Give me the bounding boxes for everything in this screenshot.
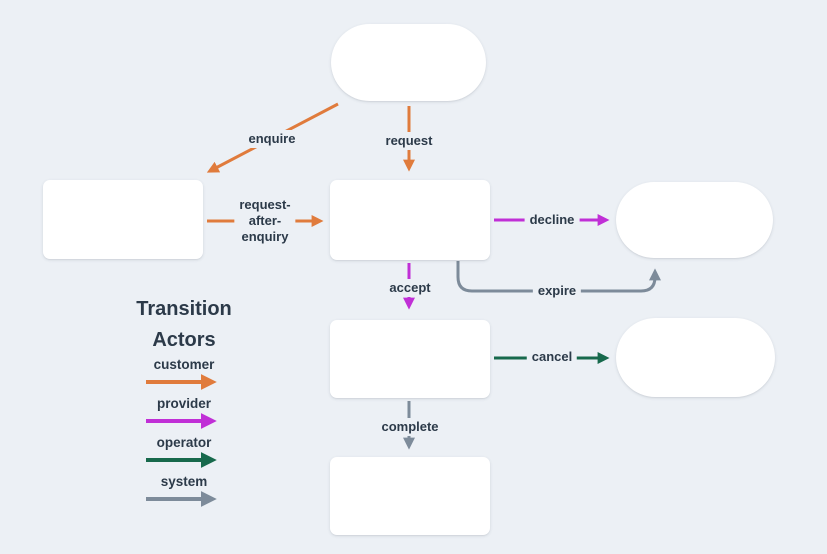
legend-provider-label: provider <box>156 396 211 411</box>
legend-title-line1: Transition <box>136 298 232 320</box>
request-after-enquiry-label: request- after- enquiry <box>234 196 296 246</box>
complete-label: complete <box>376 418 444 436</box>
transition-actors-legend: Transition Actors customer provider oper… <box>116 294 252 524</box>
legend-operator-label: operator <box>156 435 212 450</box>
enquired-state-node <box>43 180 203 259</box>
request-label: request <box>380 132 438 150</box>
request-after-enquiry-line3: enquiry <box>241 229 289 244</box>
request-after-enquiry-line1: request- <box>239 197 291 212</box>
expire-label: expire <box>532 282 582 300</box>
requested-state-node <box>330 180 490 260</box>
legend-title-line2: Actors <box>152 329 216 351</box>
start-state-node <box>331 24 486 101</box>
enquire-label: enquire <box>243 130 301 148</box>
legend-customer-label: customer <box>153 357 215 372</box>
accepted-state-node <box>330 320 490 398</box>
legend-system-label: system <box>160 474 208 489</box>
legend-title: Transition Actors <box>116 294 252 356</box>
completed-state-node <box>330 457 490 535</box>
cancel-label: cancel <box>526 348 578 366</box>
request-after-enquiry-line2: after- <box>248 213 282 228</box>
declined-state-node <box>616 182 773 258</box>
cancelled-state-node <box>616 318 775 397</box>
accept-label: accept <box>384 279 436 297</box>
decline-label: decline <box>524 211 580 229</box>
